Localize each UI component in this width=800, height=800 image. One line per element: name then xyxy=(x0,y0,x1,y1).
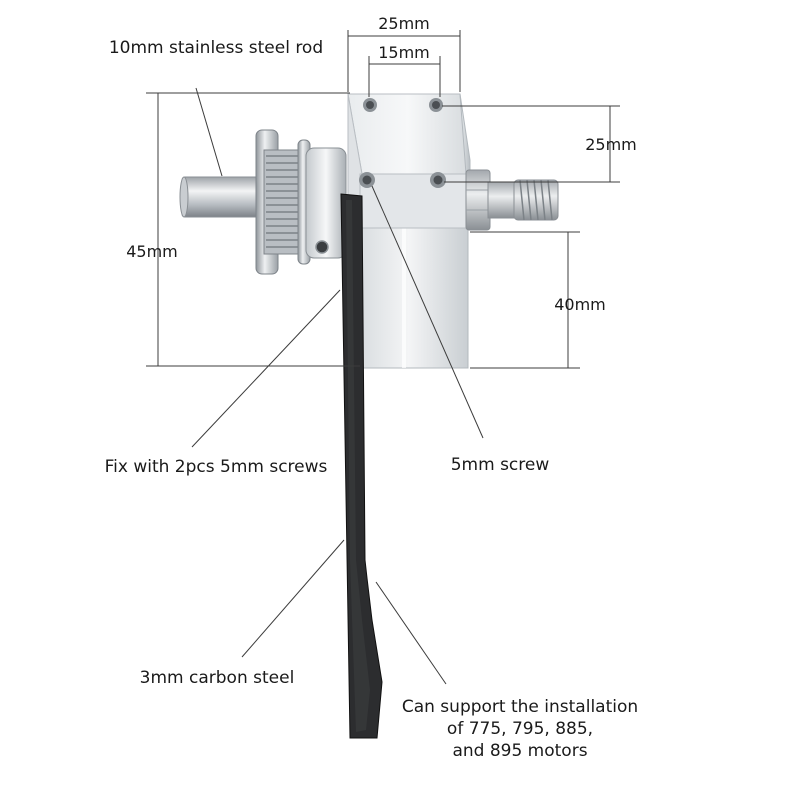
leader-lines xyxy=(191,87,484,685)
dim-hole-spacing-top: 15mm xyxy=(378,43,430,62)
label-motors-line-3: and 895 motors xyxy=(452,741,587,761)
hex-bolt xyxy=(465,169,559,231)
label-motors-line-1: Can support the installation xyxy=(402,697,638,717)
dim-hole-spacing-side: 25mm xyxy=(585,135,637,154)
set-screw-hole xyxy=(315,240,329,254)
pulley-teeth xyxy=(266,155,302,248)
threaded-hole xyxy=(359,172,375,188)
label-carbon-steel: 3mm carbon steel xyxy=(140,668,295,688)
dimension-lines xyxy=(146,30,620,369)
label-fix-screws: Fix with 2pcs 5mm screws xyxy=(105,457,328,477)
threaded-hole xyxy=(430,172,446,188)
dim-overall-height: 45mm xyxy=(126,242,178,261)
label-motors-line-2: of 775, 795, 885, xyxy=(447,719,593,739)
steel-rod xyxy=(179,176,265,218)
dim-top-width: 25mm xyxy=(378,14,430,33)
timing-pulley xyxy=(255,129,347,275)
aluminum-block xyxy=(347,93,471,369)
threaded-hole xyxy=(429,98,443,112)
label-5mm-screw: 5mm screw xyxy=(451,455,550,475)
threaded-hole xyxy=(363,98,377,112)
plate-edge-highlight xyxy=(346,200,370,732)
dim-block-lower-height: 40mm xyxy=(554,295,606,314)
label-rod: 10mm stainless steel rod xyxy=(109,38,323,58)
